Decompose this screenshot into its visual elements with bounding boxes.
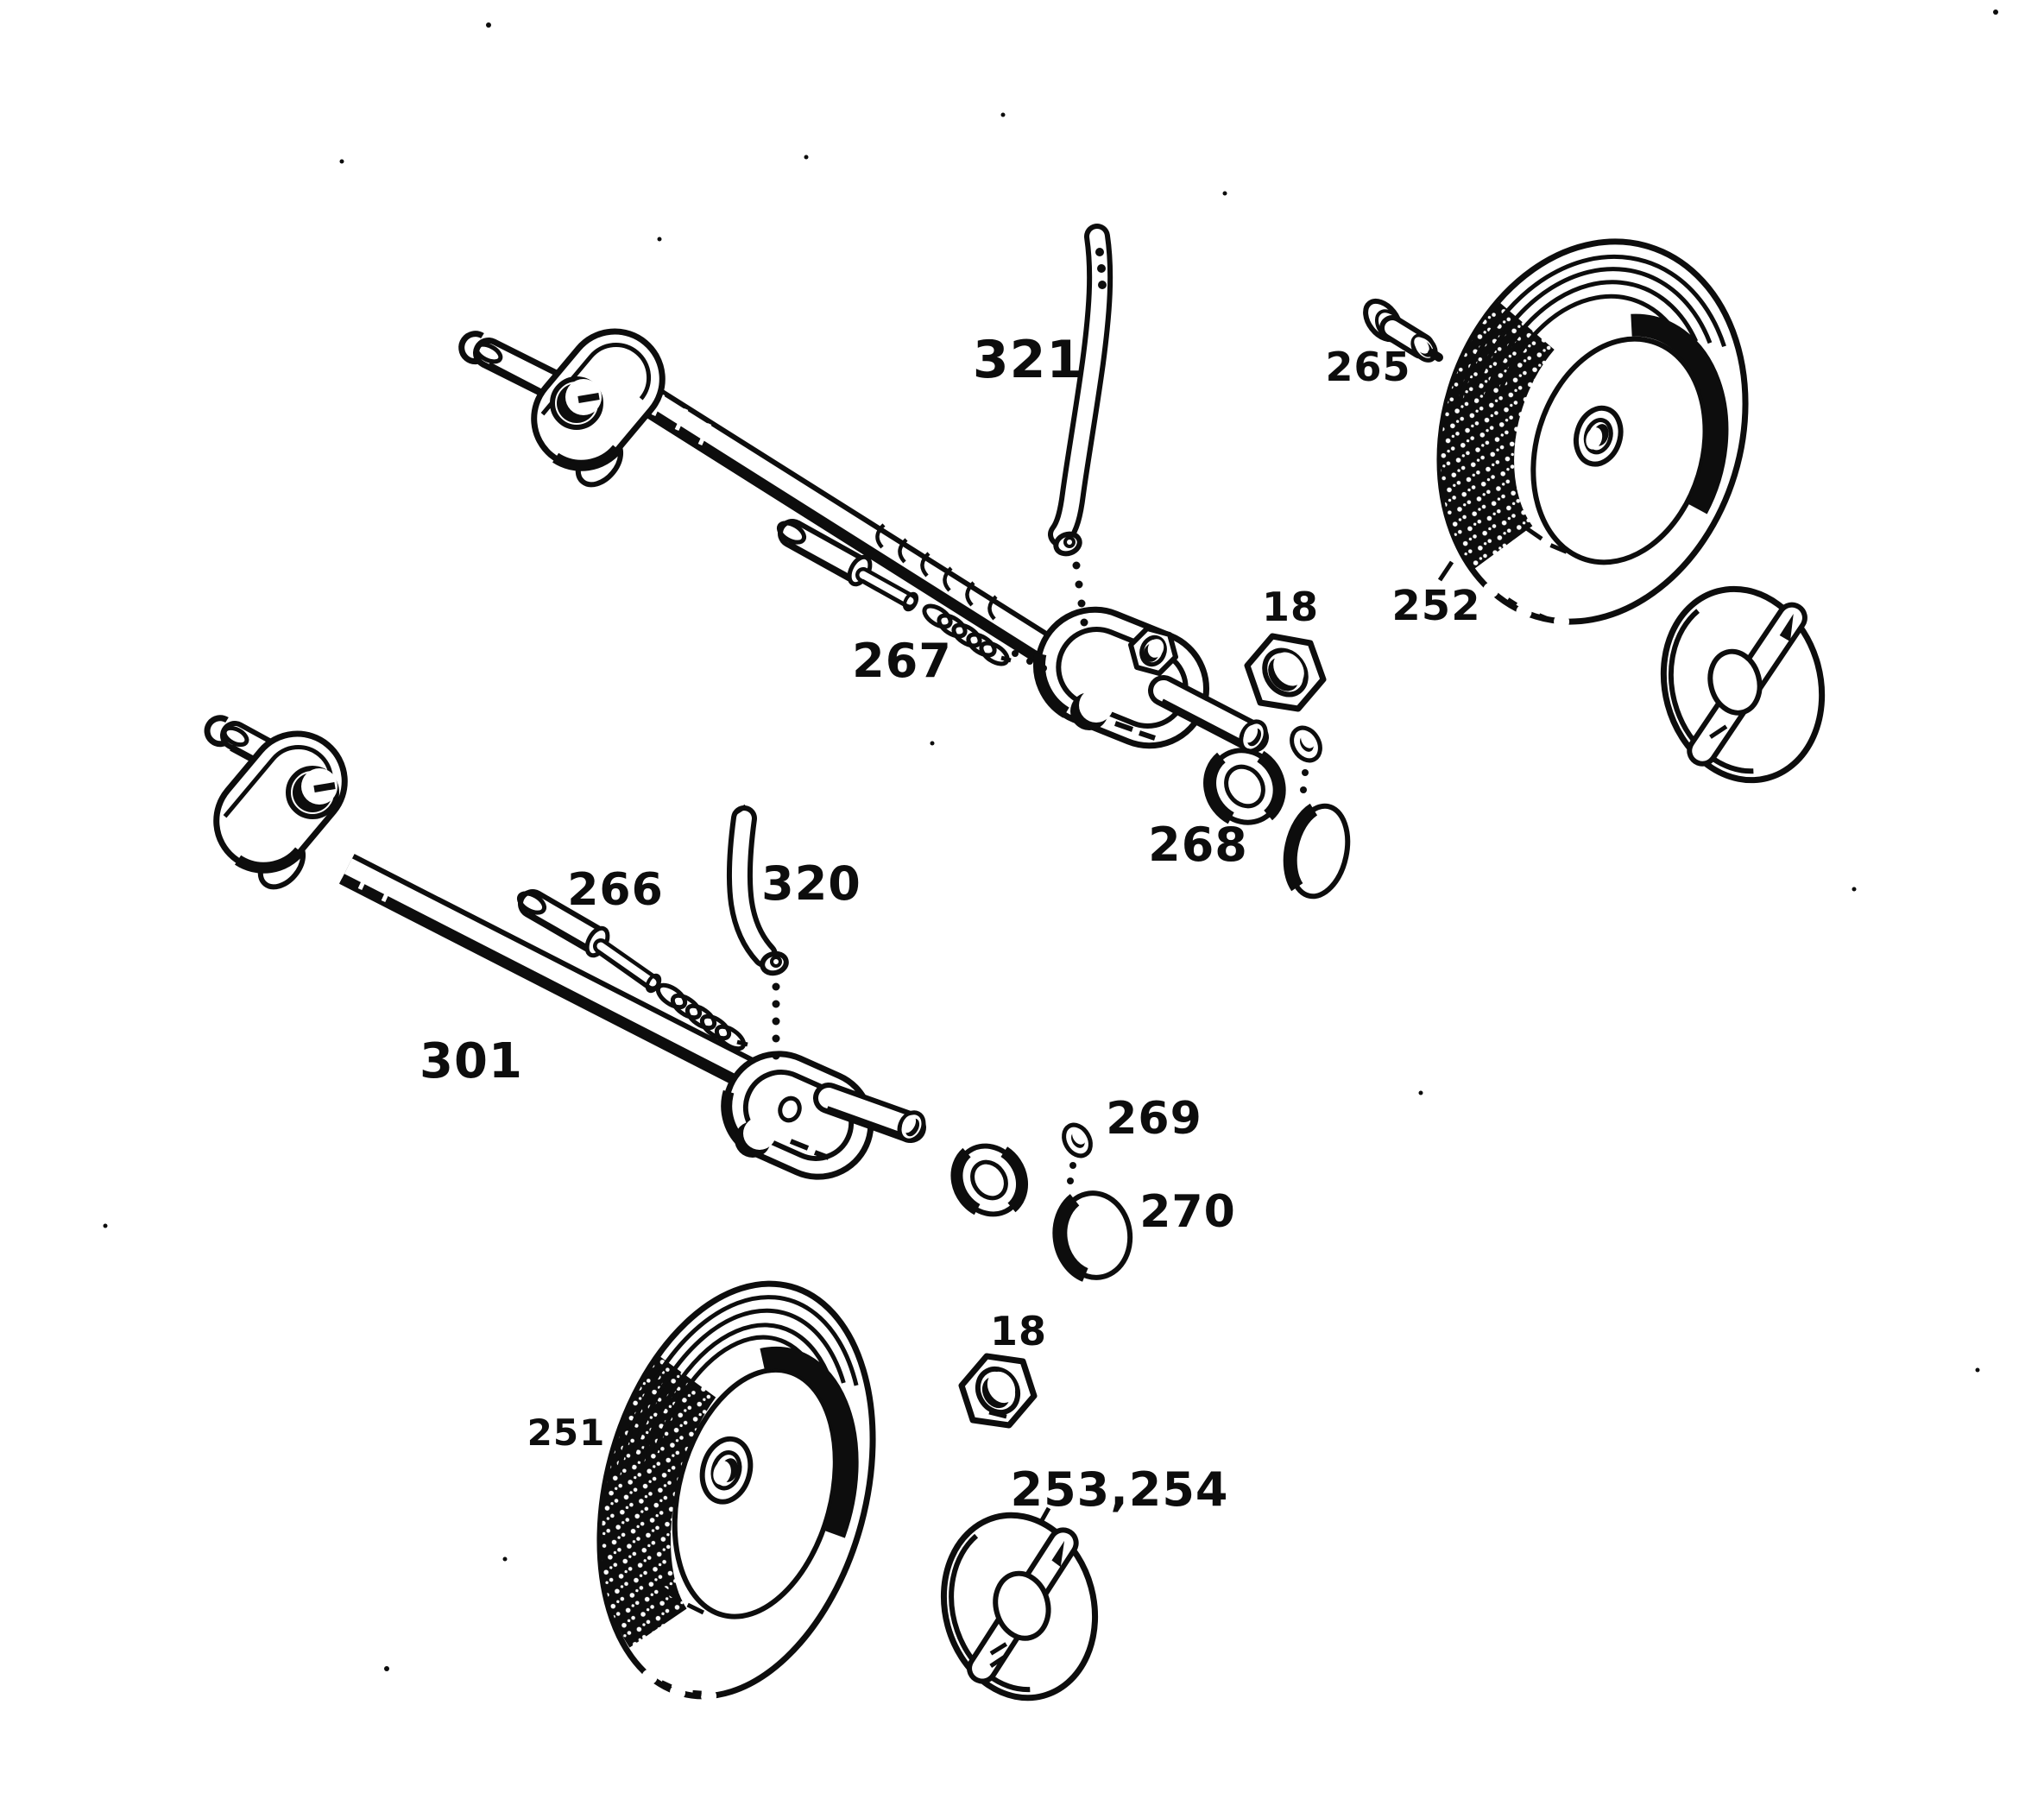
- label-18-upper: 18: [1262, 584, 1319, 630]
- label-267: 267: [852, 634, 952, 688]
- small-washer-upper: [1290, 725, 1322, 793]
- spring-lower: [655, 982, 748, 1051]
- label-269: 269: [1106, 1093, 1202, 1145]
- label-253-254: 253,254: [1011, 1462, 1229, 1517]
- cap-270: [1052, 1190, 1133, 1282]
- spring-267: [922, 603, 1012, 666]
- washer-lower: [950, 1143, 1028, 1217]
- pin-266: [516, 889, 662, 994]
- label-251: 251: [527, 1411, 606, 1454]
- label-265: 265: [1325, 344, 1410, 390]
- hubcap-253-254: [940, 1506, 1099, 1702]
- lever-321: [1048, 224, 1113, 627]
- label-321: 321: [973, 330, 1083, 390]
- small-washer-269: [1062, 1122, 1093, 1184]
- bolt-265: [1363, 298, 1443, 363]
- wheel-252: [1436, 238, 1749, 630]
- wheel-251-hub: [699, 1436, 754, 1505]
- label-266: 266: [567, 864, 664, 916]
- upper-left-bracket: [531, 328, 666, 488]
- label-270: 270: [1139, 1186, 1236, 1238]
- cap-upper: [1283, 803, 1351, 900]
- label-320: 320: [761, 856, 861, 911]
- lower-axle-assembly: [204, 715, 926, 1180]
- label-268: 268: [1148, 818, 1248, 872]
- label-252: 252: [1391, 582, 1480, 630]
- label-301: 301: [420, 1033, 523, 1089]
- wheel-251: [596, 1280, 876, 1704]
- wheel-252-hub: [1573, 405, 1624, 467]
- lower-right-stub-axle: [813, 1083, 926, 1143]
- axle-tube-301: [339, 854, 757, 1089]
- upper-axle-tube: [631, 380, 1102, 694]
- label-18-lower: 18: [990, 1308, 1047, 1354]
- leader-dots-321: [1072, 561, 1088, 627]
- scan-specks: [103, 9, 1998, 1671]
- lever-320: [726, 804, 789, 1060]
- washer-268: [1203, 748, 1286, 825]
- upper-right-stub-axle: [1148, 675, 1269, 754]
- leader-252: [1437, 560, 1454, 582]
- hubcap-upper: [1660, 585, 1826, 784]
- hex-nut-18-upper: [1244, 633, 1327, 712]
- upper-right-bracket: [1033, 606, 1210, 749]
- lower-left-bracket: [213, 730, 348, 890]
- leader-dots-320: [772, 982, 780, 1060]
- leader-dots-267: [1012, 650, 1047, 672]
- hex-nut-18-lower: [958, 1353, 1038, 1429]
- upper-axle-assembly: [458, 224, 1269, 754]
- pin-267: [776, 519, 919, 612]
